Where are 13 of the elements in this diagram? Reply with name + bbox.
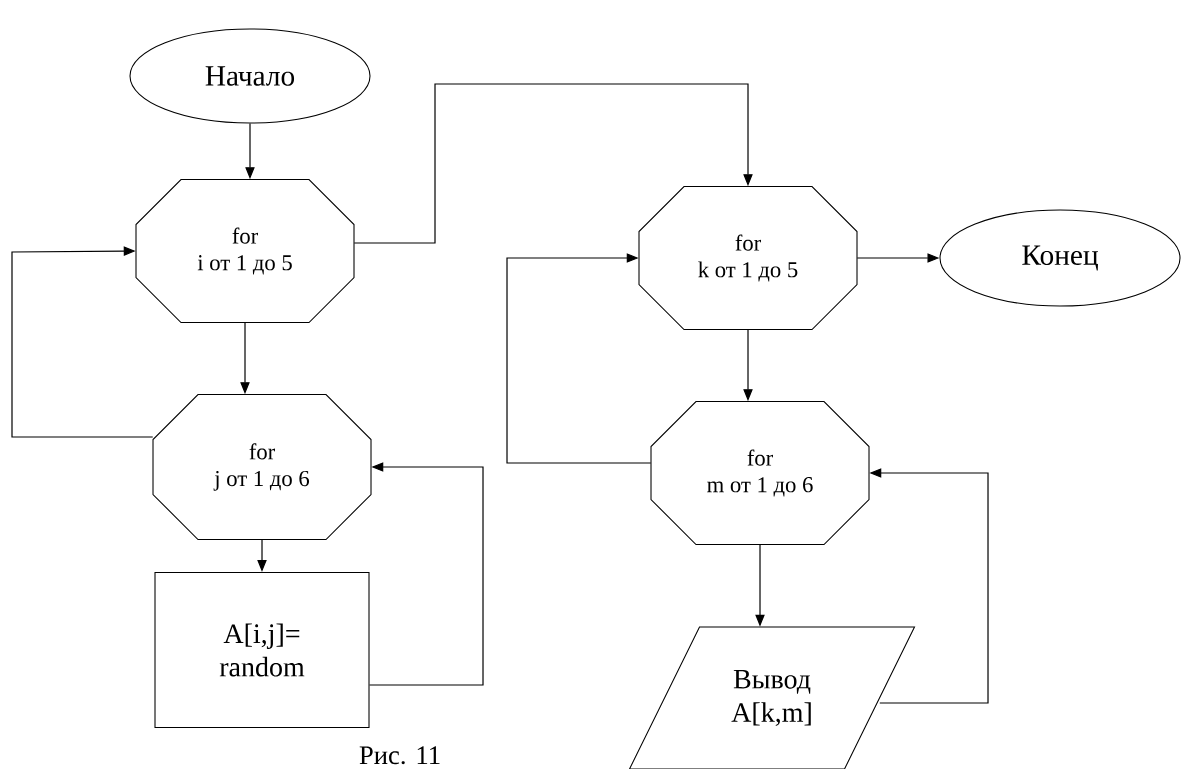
terminal-oval: Начало bbox=[129, 28, 371, 124]
arrow bbox=[368, 462, 484, 686]
loop-octagon: for k от 1 до 5 bbox=[638, 185, 858, 331]
loop-octagon: for j от 1 до 6 bbox=[152, 393, 372, 541]
arrow bbox=[11, 246, 154, 438]
caption: Рис. 11 bbox=[359, 746, 440, 765]
arrow bbox=[506, 253, 652, 464]
terminal-oval: Конец bbox=[939, 209, 1181, 307]
loop-octagon: for i от 1 до 5 bbox=[135, 178, 355, 324]
output-parallelogram: Вывод A[k,m] bbox=[628, 626, 916, 769]
loop-octagon: for m от 1 до 6 bbox=[650, 400, 870, 546]
arrow bbox=[353, 83, 753, 244]
process-box: A[i,j]= random bbox=[154, 571, 370, 729]
